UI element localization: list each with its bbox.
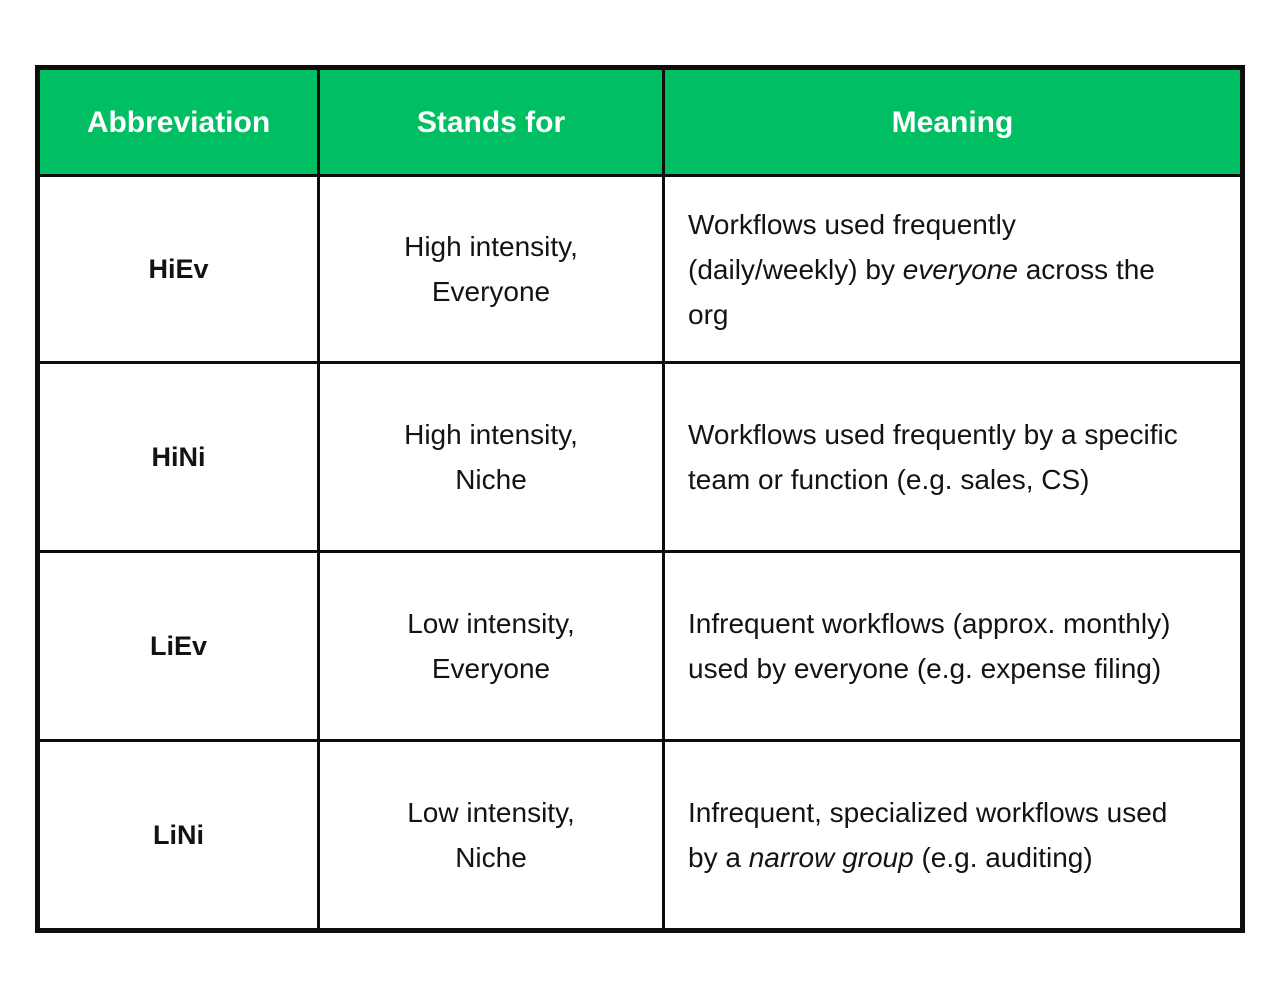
abbreviation-cell-liev: LiEv — [40, 553, 317, 739]
meaning-text: Infrequent, specialized workflows used b… — [688, 797, 1168, 873]
meaning-cell-lini: Infrequent, specialized workflows used b… — [665, 742, 1240, 928]
stands-for-cell-lini: Low intensity, Niche — [320, 742, 662, 928]
abbreviation-cell-lini: LiNi — [40, 742, 317, 928]
header-abbreviation: Abbreviation — [40, 70, 317, 174]
header-stands-for: Stands for — [320, 70, 662, 174]
meaning-text: Workflows used frequently by a specific … — [688, 419, 1178, 495]
meaning-cell-liev: Infrequent workflows (approx. monthly) u… — [665, 553, 1240, 739]
stands-for-cell-liev: Low intensity, Everyone — [320, 553, 662, 739]
abbreviation-cell-hiev: HiEv — [40, 177, 317, 361]
stands-for-cell-hini: High intensity, Niche — [320, 364, 662, 550]
meaning-text: Workflows used frequently (daily/weekly)… — [688, 208, 1155, 330]
stands-for-cell-hiev: High intensity, Everyone — [320, 177, 662, 361]
abbreviation-table: Abbreviation Stands for Meaning HiEv Hig… — [35, 65, 1245, 933]
meaning-cell-hiev: Workflows used frequently (daily/weekly)… — [665, 177, 1240, 361]
meaning-text: Infrequent workflows (approx. monthly) u… — [688, 608, 1171, 684]
meaning-cell-hini: Workflows used frequently by a specific … — [665, 364, 1240, 550]
header-meaning: Meaning — [665, 70, 1240, 174]
abbreviation-cell-hini: HiNi — [40, 364, 317, 550]
